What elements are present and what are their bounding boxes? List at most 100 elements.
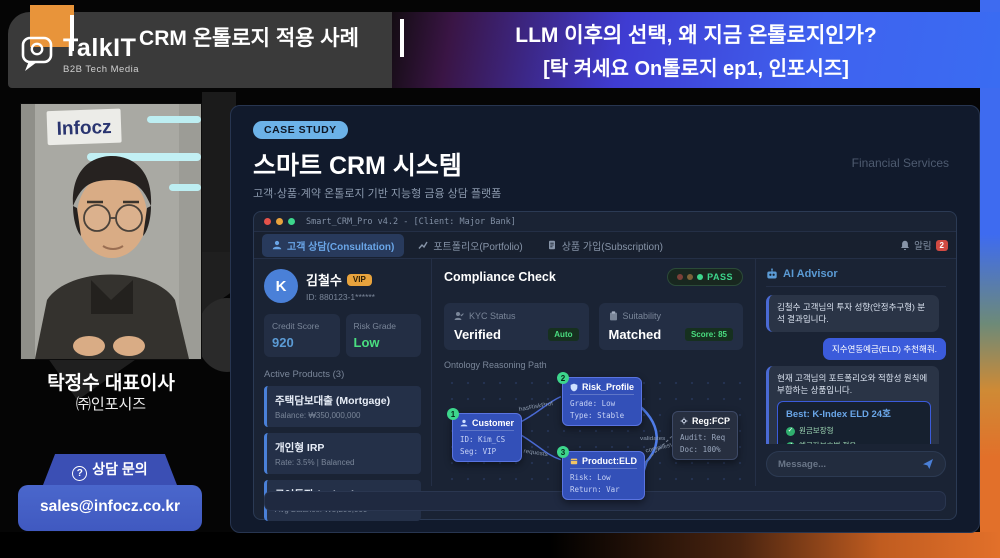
advisor-message: 김철수 고객님의 투자 성향(안정추구형) 분석 결과입니다. xyxy=(766,295,939,332)
edge-label-requests: requests xyxy=(523,448,548,458)
channel-logo: TalkIT B2B Tech Media xyxy=(20,34,139,79)
logo-title: TalkIT xyxy=(63,34,137,62)
chat-input[interactable]: Message... xyxy=(766,451,946,477)
presenter-name: 탁정수 대표이사 xyxy=(47,373,175,394)
case-study-subtitle: 고객·상품·계약 온톨로지 기반 지능형 금융 상담 플랫폼 xyxy=(253,188,502,200)
clipboard-icon xyxy=(609,311,617,321)
white-accent-bar xyxy=(70,15,74,51)
person-icon xyxy=(272,240,282,250)
customer-avatar: K xyxy=(264,269,298,303)
contact-label-tab: ? 상담 문의 xyxy=(43,454,177,485)
status-dot-green xyxy=(697,274,704,280)
chart-line-icon xyxy=(418,241,428,249)
presenter-company: ㈜인포시즈 xyxy=(75,396,147,413)
financial-services-watermark: Financial Services xyxy=(851,156,949,170)
contact-email[interactable]: sales@infocz.co.kr xyxy=(18,485,202,531)
question-circle-icon: ? xyxy=(72,466,88,481)
risk-grade-card: Risk Grade Low xyxy=(345,314,421,357)
case-study-badge: CASE STUDY xyxy=(253,121,348,139)
person-icon xyxy=(460,419,468,427)
edge-label-hasriskprof: hasRiskProf xyxy=(518,400,554,413)
recommendation-title: Best: K-Index ELD 24호 xyxy=(786,409,891,421)
minimize-window-button[interactable] xyxy=(276,218,283,225)
vip-badge: VIP xyxy=(346,273,372,286)
top-bar: TalkIT B2B Tech Media CRM 온톨로지 적용 사례 LLM… xyxy=(8,5,1000,88)
notification-count-badge: 2 xyxy=(935,239,948,251)
ontology-diagram: hasRiskProf requests validates compliesW… xyxy=(444,372,743,501)
ontology-title: Ontology Reasoning Path xyxy=(444,360,547,370)
credit-score-value: 920 xyxy=(272,335,294,350)
node-number-badge: 2 xyxy=(557,372,569,384)
send-icon[interactable] xyxy=(922,458,934,470)
customer-name: 김철수 xyxy=(306,273,342,288)
compliance-status: PASS xyxy=(707,272,733,282)
tab-subscription[interactable]: 상품 가입(Subscription) xyxy=(537,234,673,257)
active-products-header: Active Products (3) xyxy=(264,369,345,380)
risk-grade-value: Low xyxy=(353,335,380,350)
tab-consultation[interactable]: 고객 상담(Consultation) xyxy=(262,233,405,257)
video-title-line2: [탁 켜세요 On톨로지 ep1, 인포시즈] xyxy=(543,58,849,80)
credit-score-card: Credit Score 920 xyxy=(264,314,340,357)
kyc-status-card: KYC Status Verified Auto xyxy=(444,303,589,350)
suitability-badge: Score: 85 xyxy=(684,328,733,341)
user-message: 지수연동예금(ELD) 추천해줘. xyxy=(822,337,946,360)
presenter-photo: Infocz xyxy=(20,103,202,360)
app-tab-bar: 고객 상담(Consultation) 포트폴리오(Portfolio) 상품 … xyxy=(254,232,956,259)
chat-log: 김철수 고객님의 투자 성향(안정추구형) 분석 결과입니다. 지수연동예금(E… xyxy=(766,295,946,444)
bell-icon xyxy=(901,240,910,250)
frame-bottom-gradient xyxy=(0,532,1000,558)
kyc-badge: Auto xyxy=(548,328,579,341)
close-window-button[interactable] xyxy=(264,218,271,225)
chat-input-placeholder: Message... xyxy=(778,458,827,470)
episode-label: CRM 온톨로지 적용 사례 xyxy=(139,27,359,50)
logo-subtitle: B2B Tech Media xyxy=(63,64,140,75)
speech-bubble-icon xyxy=(20,34,56,79)
compliance-title: Compliance Check xyxy=(444,270,556,284)
window-titlebar: Smart_CRM_Pro v4.2 - [Client: Major Bank… xyxy=(254,212,956,232)
maximize-window-button[interactable] xyxy=(288,218,295,225)
edge-label-validates: validates xyxy=(640,435,665,442)
product-card-mortgage[interactable]: 주택담보대출 (Mortgage) Balance: ₩350,000,000 xyxy=(264,386,421,427)
suitability-value: Matched xyxy=(608,327,662,342)
crm-app-window: Smart_CRM_Pro v4.2 - [Client: Major Bank… xyxy=(253,211,957,521)
customer-id: ID: 880123-1****** xyxy=(306,292,375,302)
node-risk-profile[interactable]: 2 Risk_Profile Grade: Low Type: Stable xyxy=(557,372,643,427)
shield-icon xyxy=(570,383,578,391)
case-study-title: 스마트 CRM 시스템 xyxy=(253,152,462,180)
photo-watermark: Infocz xyxy=(56,117,112,140)
suitability-card: Suitability Matched Score: 85 xyxy=(598,303,743,350)
node-number-badge: 1 xyxy=(447,408,459,420)
check-icon: ✓ xyxy=(786,441,795,444)
orange-accent-square xyxy=(30,5,74,47)
kyc-value: Verified xyxy=(454,327,501,342)
channel-header: TalkIT B2B Tech Media CRM 온톨로지 적용 사례 xyxy=(8,5,392,88)
compliance-status-pill: PASS xyxy=(667,268,743,286)
advisor-title: AI Advisor xyxy=(783,268,838,280)
product-box-icon xyxy=(570,458,578,465)
window-title: Smart_CRM_Pro v4.2 - [Client: Major Bank… xyxy=(306,216,516,227)
tab-portfolio[interactable]: 포트폴리오(Portfolio) xyxy=(408,234,532,257)
contact-label: 상담 문의 xyxy=(92,461,148,477)
document-icon xyxy=(548,240,555,250)
video-title-line1: LLM 이후의 선택, 왜 지금 온톨로지인가? xyxy=(515,24,877,47)
video-title-banner: LLM 이후의 선택, 왜 지금 온톨로지인가? [탁 켜세요 On톨로지 ep… xyxy=(392,12,1000,88)
customer-panel: K 김철수 VIP ID: 880123-1****** Credit Scor… xyxy=(254,259,432,521)
regulation-tool-icon xyxy=(680,417,688,425)
robot-icon xyxy=(767,268,777,279)
notifications[interactable]: 알림 2 xyxy=(900,238,948,252)
title-separator-bar xyxy=(400,19,404,57)
notifications-label: 알림 xyxy=(914,241,932,252)
person-check-icon xyxy=(454,312,464,320)
frame-right-gradient xyxy=(980,0,1000,558)
node-number-badge: 3 xyxy=(557,446,569,458)
product-card-irp[interactable]: 개인형 IRP Rate: 3.5% | Balanced xyxy=(264,433,421,474)
status-dot-amber xyxy=(687,274,694,280)
advisor-message: 현재 고객님의 포트폴리오와 적합성 원칙에 부합하는 상품입니다. Best:… xyxy=(766,365,939,444)
node-reg-fcp[interactable]: Reg:FCP Audit: Req Doc: 100% xyxy=(672,411,738,461)
check-icon: ✓ xyxy=(786,426,795,436)
node-product-eld[interactable]: 3 Product:ELD Risk: Low Return: Var xyxy=(557,446,645,501)
contact-box: ? 상담 문의 sales@infocz.co.kr xyxy=(18,454,202,531)
compliance-panel: Compliance Check PASS xyxy=(432,259,756,501)
node-customer[interactable]: 1 Customer ID: Kim_CS Seg: VIP xyxy=(447,408,523,463)
recommendation-card[interactable]: Best: K-Index ELD 24호 ✓원금보장형 ✓예금자보호법 적용 xyxy=(777,401,931,444)
